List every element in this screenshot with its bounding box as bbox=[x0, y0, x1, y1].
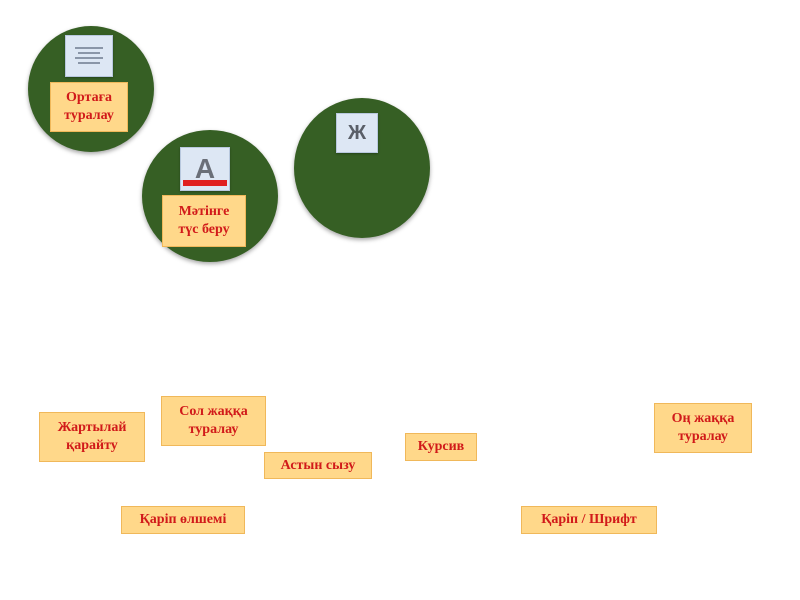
card-align-right[interactable]: Оң жаққа туралау bbox=[654, 403, 752, 453]
font-color-icon: A bbox=[180, 147, 230, 191]
card-align-left[interactable]: Сол жаққа туралау bbox=[161, 396, 266, 446]
card-italic[interactable]: Курсив bbox=[405, 433, 477, 461]
drop-target-font-color[interactable]: A Мәтінге түс беру bbox=[142, 130, 278, 262]
svg-text:A: A bbox=[195, 153, 215, 184]
drop-target-align-center[interactable]: Ортаға туралау bbox=[28, 26, 154, 152]
card-bold[interactable]: Жартылай қарайту bbox=[39, 412, 145, 462]
label-font-color[interactable]: Мәтінге түс беру bbox=[162, 195, 246, 247]
bold-icon-glyph: Ж bbox=[347, 121, 367, 144]
label-align-center[interactable]: Ортаға туралау bbox=[50, 82, 128, 132]
align-center-icon bbox=[65, 35, 113, 77]
card-font-size[interactable]: Қаріп өлшемі bbox=[121, 506, 245, 534]
drop-target-bold[interactable]: Ж bbox=[294, 98, 430, 238]
card-underline[interactable]: Астын сызу bbox=[264, 452, 372, 479]
card-font[interactable]: Қаріп / Шрифт bbox=[521, 506, 657, 534]
bold-icon: Ж bbox=[336, 113, 378, 153]
